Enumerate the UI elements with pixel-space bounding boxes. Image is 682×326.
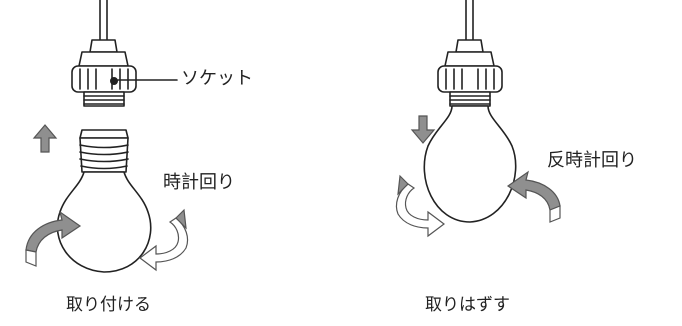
install-caption: 取り付ける (66, 295, 151, 315)
rotate-arrow-icon (395, 174, 445, 238)
clockwise-label: 時計回り (163, 172, 235, 193)
down-arrow-icon (410, 115, 436, 144)
rotate-arrow-icon (506, 170, 561, 223)
rotate-arrow-icon (139, 208, 189, 272)
up-arrow-icon (32, 124, 58, 153)
remove-caption: 取りはずす (425, 295, 510, 315)
remove-socket (437, 0, 503, 107)
rotate-arrow-icon (25, 210, 82, 267)
socket-label: ソケット (181, 68, 253, 89)
counterclockwise-label: 反時計回り (547, 150, 637, 171)
install-socket (71, 0, 137, 107)
install-bulb (56, 129, 152, 273)
remove-bulb (423, 105, 517, 223)
